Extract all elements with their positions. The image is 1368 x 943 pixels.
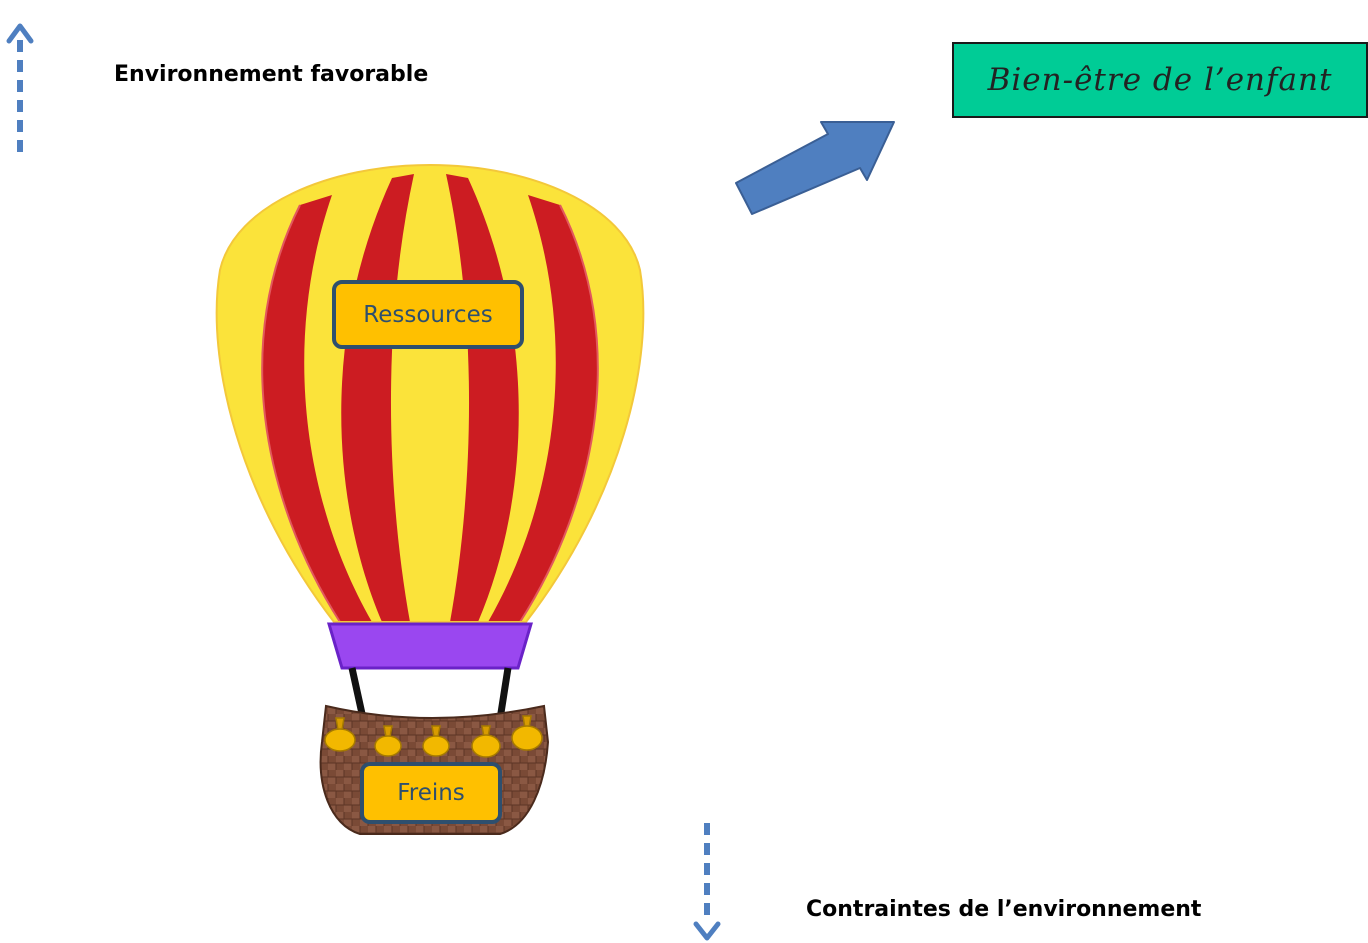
bien-etre-box: Bien-être de l’enfant xyxy=(952,42,1368,118)
freins-label: Freins xyxy=(397,780,465,806)
ressources-label: Ressources xyxy=(363,301,493,328)
label-contraintes-environnement: Contraintes de l’environnement xyxy=(806,897,1202,922)
ressources-tag: Ressources xyxy=(332,280,524,349)
bien-etre-label: Bien-être de l’enfant xyxy=(987,62,1333,98)
dashed-down-arrow xyxy=(693,823,721,941)
sandbags xyxy=(324,715,543,758)
balloon-envelope xyxy=(215,163,645,623)
label-environnement-favorable: Environnement favorable xyxy=(114,62,429,87)
dashed-up-arrow xyxy=(6,23,34,155)
freins-tag: Freins xyxy=(360,762,502,824)
balloon-collar xyxy=(326,622,534,670)
hot-air-balloon xyxy=(215,163,645,835)
block-arrow-up-right xyxy=(735,121,895,215)
